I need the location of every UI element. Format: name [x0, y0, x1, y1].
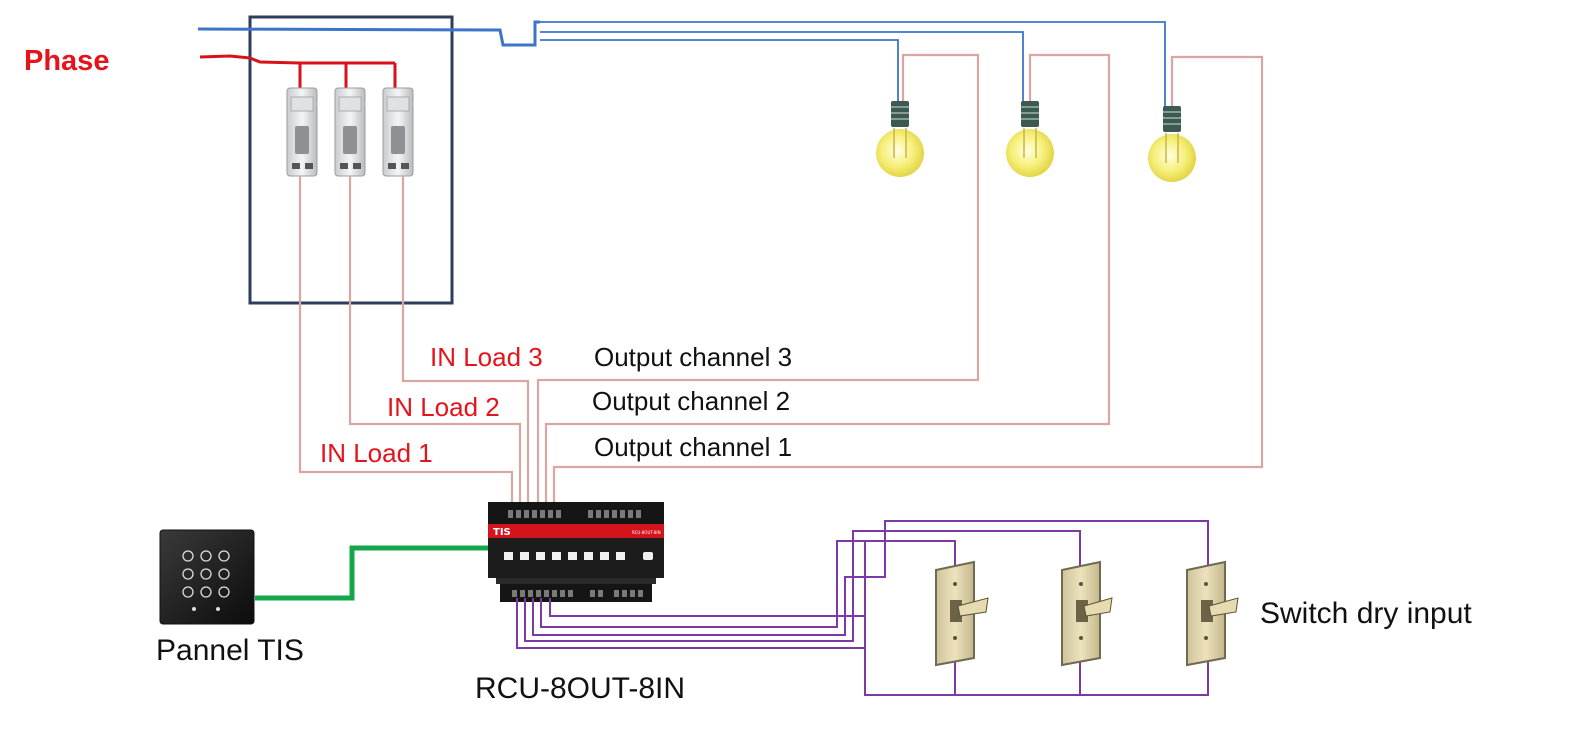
in-load-3-label: IN Load 3 [430, 342, 543, 372]
controller-label: RCU-8OUT-8IN [475, 672, 686, 705]
lamp-3 [1148, 106, 1196, 182]
output-channel-1-label: Output channel 1 [594, 432, 793, 462]
breaker-3 [382, 87, 414, 177]
neutral-wire [197, 20, 540, 47]
switch-2 [1061, 560, 1113, 667]
breaker-1 [286, 87, 318, 177]
phase-label: Phase [24, 45, 110, 77]
in-load-2-label: IN Load 2 [387, 392, 500, 422]
panel-label: Pannel TIS [156, 634, 304, 667]
neutral-branches [540, 21, 1166, 107]
rcu-controller: TIS RCU-8OUT-8IN [488, 502, 664, 602]
switch-input-label: Switch dry input [1260, 597, 1472, 630]
breaker-2 [334, 87, 366, 177]
phase-wire [199, 54, 397, 92]
output-channel-2-label: Output channel 2 [592, 386, 791, 416]
switch-1 [935, 560, 989, 667]
tis-panel [159, 529, 255, 625]
lamp-1 [876, 101, 924, 177]
output-channel-3-label: Output channel 3 [594, 342, 793, 372]
controller-brand: TIS [493, 527, 511, 538]
switch-3 [1186, 560, 1239, 667]
bus-wire [255, 545, 490, 601]
output-channel-wires [536, 53, 1264, 502]
in-load-1-label: IN Load 1 [320, 438, 433, 468]
lamp-2 [1006, 101, 1054, 177]
dry-input-wires [516, 520, 1209, 696]
load-feed-wires [298, 176, 530, 502]
controller-model-plate: RCU-8OUT-8IN [632, 530, 661, 535]
